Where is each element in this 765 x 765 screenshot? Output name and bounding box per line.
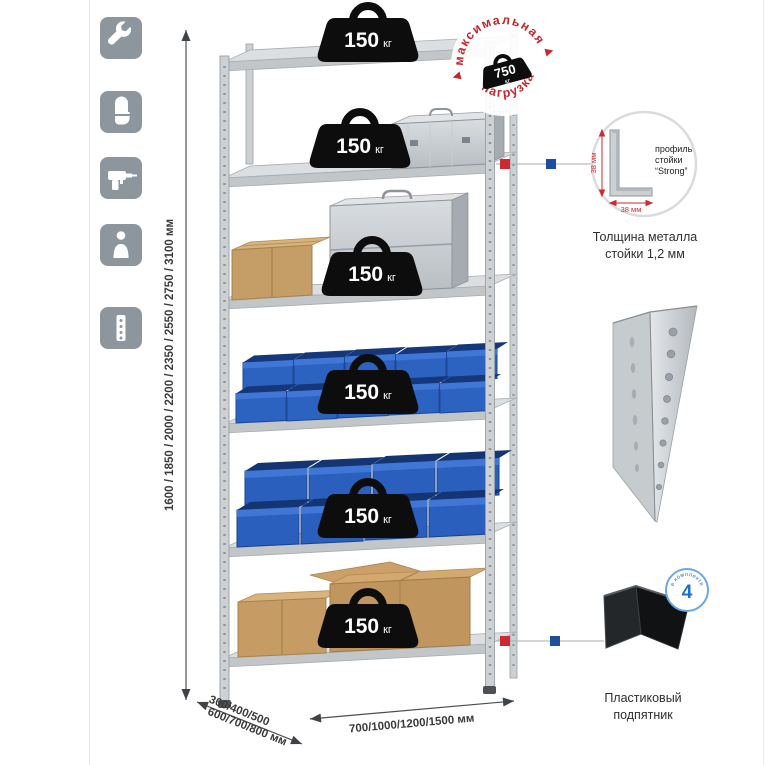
stamp-right-arrow (544, 48, 554, 57)
depth-dimension: 300/400/500 600/700/800 мм (195, 694, 304, 748)
rack-foot-right (483, 686, 496, 694)
blue-marker-square (550, 636, 560, 646)
load-unit: кг (383, 624, 392, 636)
plastic-foot-image (603, 584, 690, 650)
profile-angle-drawing (609, 129, 653, 197)
load-unit: кг (383, 514, 392, 526)
red-marker-square (500, 159, 510, 169)
stamp-value: 750 (493, 61, 518, 81)
profile-detail-circle: 38 мм 38 мм профиль стойки “Strong” (589, 110, 698, 218)
kit-badge-number: 4 (682, 582, 693, 603)
kit-badge: 4 в комплекте (665, 568, 709, 612)
load-unit: кг (375, 144, 384, 156)
foot-caption: Пластиковый подпятник (558, 690, 728, 724)
glove-icon (100, 91, 142, 133)
load-value: 150 (336, 135, 371, 158)
profile-dim-vertical: 38 мм (589, 153, 598, 174)
profile-connector (496, 159, 592, 169)
weight-badge: 150 кг (310, 112, 411, 168)
profile-caption-line1: Толщина металла (592, 230, 698, 244)
weight-badge: 150 кг (318, 6, 419, 62)
cardboard-box-small (231, 236, 331, 301)
left-edge-divider (89, 0, 90, 765)
drill-icon (100, 157, 142, 199)
height-dimension: 1600 / 1850 / 2000 / 2200 / 2350 / 2550 … (164, 30, 191, 700)
profile-label-1: профиль (655, 144, 693, 154)
load-unit: кг (383, 38, 392, 50)
load-value: 150 (344, 505, 379, 528)
load-unit: кг (383, 390, 392, 402)
weight-badge: 150 кг (318, 592, 419, 648)
profile-dim-horizontal: 38 мм (621, 205, 642, 214)
right-edge-divider (763, 0, 764, 765)
stamp-unit: кг (504, 78, 512, 86)
post-icon (100, 307, 142, 349)
back-right-post (509, 25, 518, 679)
wrench-icon (100, 17, 142, 59)
shelf-load-badges: 150 кг 150 кг 150 кг 150 кг 150 кг 150 кг (310, 6, 423, 648)
load-value: 150 (344, 29, 379, 52)
corner-post-image (612, 305, 698, 523)
max-load-stamp: максимальная нагрузка 750 кг (442, 2, 555, 116)
profile-label-3: “Strong” (655, 166, 688, 176)
width-dimension: 700/1000/1200/1500 мм (309, 696, 515, 736)
height-dimension-label: 1600 / 1850 / 2000 / 2200 / 2350 / 2550 … (164, 219, 176, 511)
foot-caption-line1: Пластиковый (604, 691, 682, 705)
width-dimension-label: 700/1000/1200/1500 мм (349, 713, 475, 736)
load-unit: кг (387, 272, 396, 284)
weight-badge: 150 кг (318, 482, 419, 538)
blue-marker-square (546, 159, 556, 169)
person-icon (100, 224, 142, 266)
foot-caption-line2: подпятник (613, 708, 673, 722)
red-marker-square (500, 636, 510, 646)
stamp-left-arrow (452, 71, 462, 80)
foot-connector (496, 636, 604, 646)
profile-caption: Толщина металла стойки 1,2 мм (562, 229, 728, 263)
load-value: 150 (348, 263, 383, 286)
back-left-post (245, 43, 254, 165)
load-value: 150 (344, 615, 379, 638)
profile-label-2: стойки (655, 155, 683, 165)
weight-badge: 150 кг (318, 358, 419, 414)
load-value: 150 (344, 381, 379, 404)
profile-caption-line2: стойки 1,2 мм (605, 247, 685, 261)
rack-foot-left (218, 700, 231, 708)
weight-badge: 150 кг (322, 240, 423, 296)
